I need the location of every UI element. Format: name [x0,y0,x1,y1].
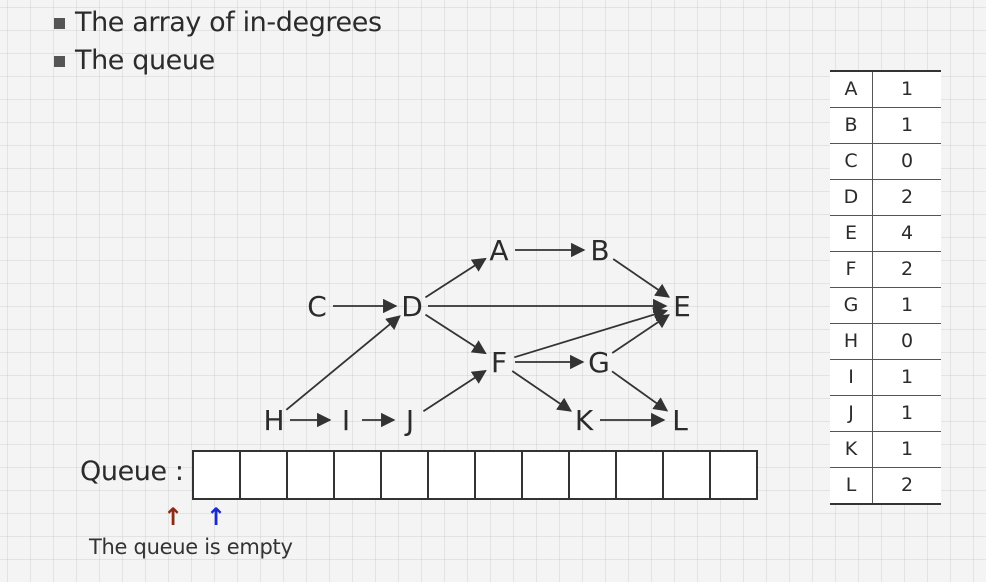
edge-B-E [612,258,670,298]
indegree-value: 0 [900,330,914,352]
queue-cell [662,450,711,500]
indegree-node: G [830,288,873,323]
queue-cell [286,450,335,500]
edge-H-D [285,315,401,411]
edge-J-F [422,369,487,413]
queue-cell [333,450,382,500]
bullet-square-icon [54,55,65,67]
bullet-list: The array of in-degrees The queue [54,4,382,80]
indegree-node: F [830,252,873,287]
queue-status: The queue is empty [89,535,293,559]
indegree-node: B [830,108,873,143]
queue-label: Queue : [80,456,184,487]
bullet-text: The array of in-degrees [75,7,382,38]
queue-cell [474,450,523,500]
bullet-square-icon [54,17,65,29]
node-K: K [575,404,594,437]
edge-G-L [611,370,669,412]
edge-D-A [424,257,487,299]
node-I: I [342,404,350,437]
bullet-item: The array of in-degrees [54,4,382,42]
indegree-value: 4 [900,222,914,244]
indegree-node: C [830,144,873,179]
indegree-node: K [830,432,873,467]
rear-pointer-arrow-icon: ↑ [206,503,227,531]
node-C: C [307,290,327,323]
indegree-value: 1 [900,366,914,388]
indegree-value: 2 [900,474,914,496]
indegree-node: H [830,324,873,359]
node-H: H [263,404,284,437]
node-B: B [590,234,609,267]
indegree-value: 0 [900,150,914,172]
edge-D-F [424,313,487,355]
node-D: D [401,290,423,323]
indegree-value: 1 [900,78,914,100]
edge-F-E [514,307,669,359]
queue-cell [427,450,476,500]
node-L: L [672,404,688,437]
indegree-node: E [830,216,873,251]
queue-cell [568,450,617,500]
indegree-value: 2 [900,186,914,208]
indegree-node: I [830,360,873,395]
queue-array [192,450,758,500]
node-E: E [673,290,691,323]
node-J: J [404,404,414,437]
queue-cell [239,450,288,500]
indegree-value: 2 [900,258,914,280]
indegree-node: D [830,180,873,215]
indegree-node: A [830,72,873,107]
indegree-value: 1 [900,402,914,424]
queue-cell [192,450,241,500]
node-A: A [489,234,508,267]
front-pointer-arrow-icon: ↑ [163,503,184,531]
indegree-node: J [830,396,873,431]
indegree-value: 1 [900,114,914,136]
node-F: F [491,346,507,379]
edge-F-K [511,370,572,412]
queue-cell [709,450,758,500]
indegree-value: 1 [900,438,914,460]
queue-cell [615,450,664,500]
indegree-value: 1 [900,294,914,316]
queue-cell [521,450,570,500]
edge-G-E [611,314,670,354]
queue-cell [380,450,429,500]
bullet-item: The queue [54,42,382,80]
node-G: G [588,346,610,379]
indegree-node: L [830,468,873,503]
bullet-text: The queue [75,45,215,76]
